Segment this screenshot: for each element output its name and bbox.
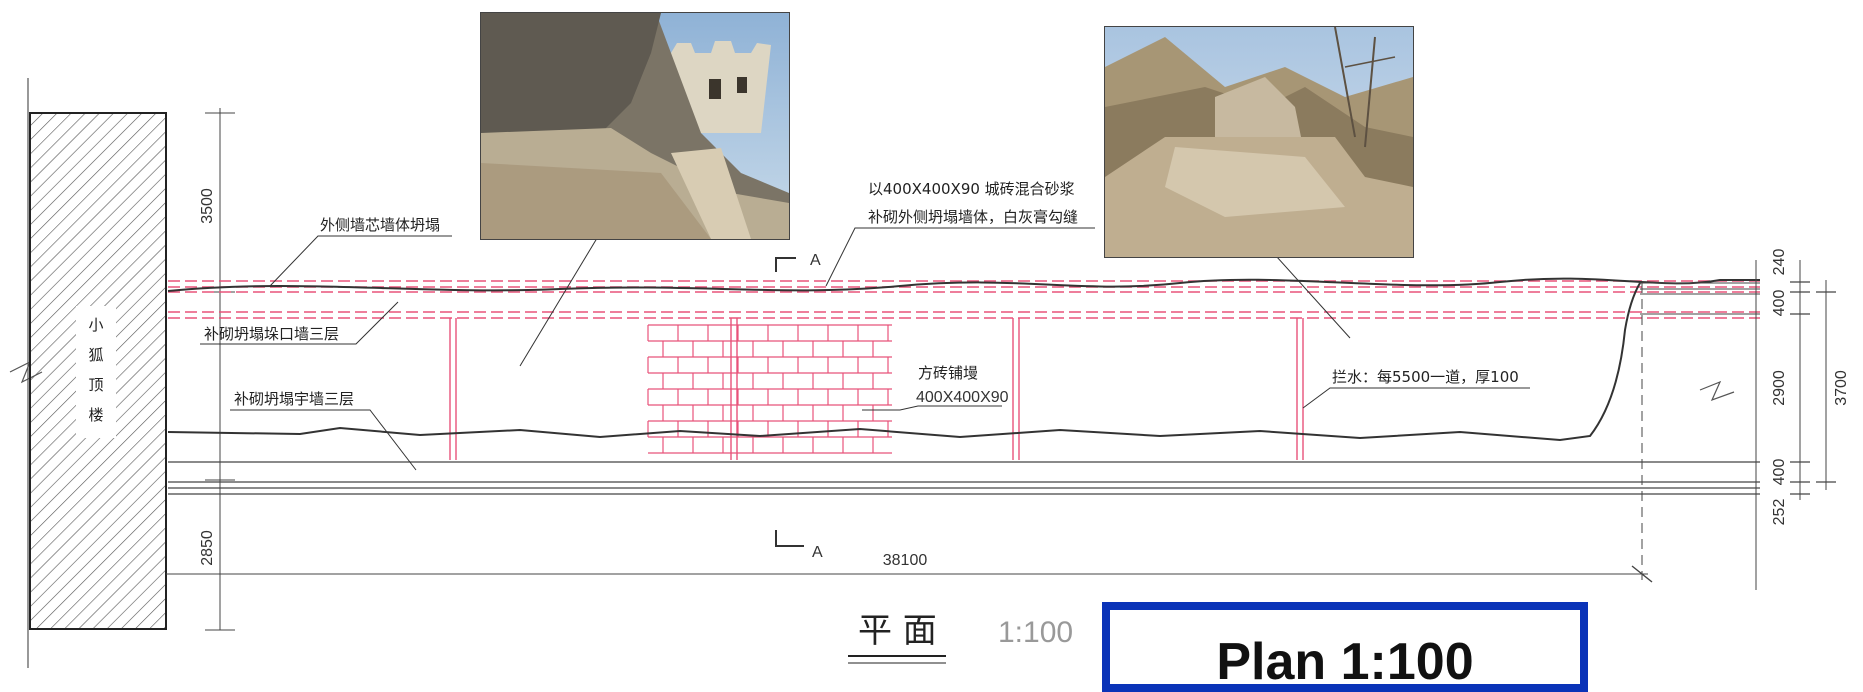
dim-2850: 2850	[199, 530, 216, 566]
dim-tick	[1631, 565, 1653, 583]
dim-400-top: 400	[1771, 290, 1788, 317]
section-mark-bottom-label: A	[812, 544, 823, 561]
label-water-barrier: 拦水：每5500一道，厚100	[1332, 368, 1519, 386]
tower-label-bg	[76, 306, 116, 438]
plan-scale: 1:100	[998, 616, 1073, 649]
section-mark-bottom	[775, 530, 804, 547]
plan-caption-box: Plan 1:100	[1102, 602, 1588, 692]
square-brick-paving-grid	[647, 324, 892, 454]
outer-wall-repair-band	[168, 280, 1760, 319]
right-break-mark	[1699, 380, 1735, 402]
leader-parapet-wall	[230, 409, 417, 471]
leader-rebuild-spec	[825, 227, 1095, 287]
tower-name-char-4: 楼	[88, 406, 103, 424]
section-mark-top	[775, 257, 796, 272]
right-dim-ticks	[1790, 281, 1836, 495]
collapse-edge-line	[167, 277, 1760, 292]
plan-caption: Plan 1:100	[1216, 633, 1474, 691]
dim-252: 252	[1771, 499, 1788, 526]
inner-wall-edge	[167, 282, 1641, 442]
label-rebuild-spec-1: 以400X400X90 城砖混合砂浆	[868, 180, 1075, 198]
label-rebuild-crenel-wall: 补砌坍塌垛口墙三层	[204, 325, 339, 343]
site-photo-left	[480, 12, 790, 240]
dim-3500: 3500	[199, 188, 216, 224]
label-square-brick-paving: 方砖铺墁	[918, 364, 978, 382]
label-rebuild-parapet-wall: 补砌坍塌宇墙三层	[234, 390, 354, 408]
label-outer-wall-collapse: 外侧墙芯墙体坍塌	[320, 216, 440, 234]
leader-crenel-wall	[200, 301, 399, 345]
section-mark-top-label: A	[810, 252, 821, 269]
dim-240: 240	[1771, 249, 1788, 276]
site-photo-right	[1104, 26, 1414, 258]
tower-name-char-2: 狐	[88, 346, 103, 364]
dim-400-bottom: 400	[1771, 459, 1788, 486]
tower-name-char-3: 顶	[88, 376, 103, 394]
dim-38100: 38100	[883, 552, 928, 569]
leader-brick-paving	[862, 405, 1002, 411]
plan-title: 平 面	[858, 611, 937, 651]
label-rebuild-spec-2: 补砌外侧坍塌墙体，白灰膏勾缝	[868, 208, 1078, 226]
dim-3700: 3700	[1833, 370, 1850, 406]
tower-name-char-1: 小	[88, 316, 103, 334]
leader-outer-wall-collapse	[269, 235, 452, 287]
leader-water-barrier	[1302, 387, 1530, 409]
label-square-brick-size: 400X400X90	[916, 389, 1009, 406]
dim-2900: 2900	[1771, 370, 1788, 406]
